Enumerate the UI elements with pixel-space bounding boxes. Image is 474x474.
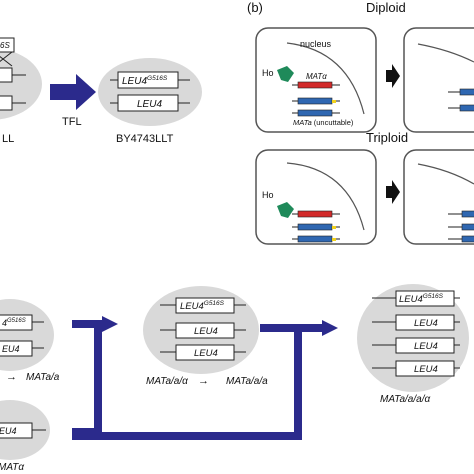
gene-box-leu4-g516s	[117, 71, 179, 89]
mating-arrow-2	[72, 320, 338, 440]
mat-a-locus-1	[297, 97, 333, 105]
gene-label-mid-wt-1: LEU4	[194, 326, 218, 337]
mat-alpha-label: MATα	[306, 72, 327, 81]
bl-mating-result: MATa/a	[26, 372, 60, 383]
gene-label-leu4: LEU4	[137, 99, 162, 110]
panel-b-label: (b)	[247, 0, 263, 15]
mat-a-locus-uncuttable	[297, 109, 333, 117]
strain-label-by4743llt: BY4743LLT	[116, 133, 174, 145]
mid-mating-to: MATa/a/a	[226, 376, 268, 387]
gene-label-leu4-g516s: LEU4G516S	[122, 75, 168, 87]
diploid-after-mat-a-2	[459, 104, 474, 112]
diploid-cell-before: nucleus Ho MATα MATa(uncuttable)	[255, 27, 377, 133]
nucleus-label: nucleus	[300, 39, 332, 49]
bottom-mating: MATα	[0, 462, 24, 473]
gene-box-left-1	[0, 67, 13, 83]
gene-box-bottom-wt	[0, 422, 33, 439]
gene-label-right-wt-1: LEU4	[414, 318, 438, 329]
strain-label-left: LL	[2, 133, 14, 145]
cell-bottom-left-upper	[0, 299, 54, 371]
ho-label-2: Ho	[262, 190, 274, 200]
gene-box-right-wt-2	[395, 337, 455, 354]
mating-arrow-1	[72, 316, 118, 436]
diploid-after-mat-a-1	[459, 88, 474, 96]
diploid-cell-after	[403, 27, 474, 133]
nucleus-boundary	[286, 42, 365, 115]
mid-mating-from: MATa/a/α	[146, 376, 188, 387]
triploid-cell-after	[403, 149, 474, 245]
ho-endonuclease-icon-2	[277, 202, 294, 218]
diploid-title: Diploid	[366, 0, 406, 15]
triploid-mat-a-1	[297, 223, 333, 231]
gene-label-right-mut: LEU4G516S	[399, 293, 444, 305]
panel-b: (b) Diploid nucleus Ho MATα MATa(uncutta…	[247, 0, 474, 245]
crossed-box-label: 6S	[0, 41, 10, 50]
gene-label-mid-mut: LEU4G516S	[180, 300, 225, 312]
bl-mating-arrow: →	[6, 371, 17, 383]
diploid-progress-arrow	[386, 64, 400, 88]
ho-label: Ho	[262, 68, 274, 78]
gene-box-left-2	[0, 95, 13, 111]
tfl-arrow	[50, 74, 96, 110]
gene-label-right-wt-2: LEU4	[414, 341, 438, 352]
gene-label-right-wt-3: LEU4	[414, 364, 438, 375]
right-mating: MATa/a/a/α	[380, 394, 430, 405]
gene-box-bl-mut	[0, 314, 33, 331]
crossed-gene-box: 6S	[0, 37, 15, 67]
gene-label-mid-wt-2: LEU4	[194, 348, 218, 359]
mat-a-uncuttable-label: MATa(uncuttable)	[293, 118, 354, 127]
ho-endonuclease-icon	[277, 66, 294, 82]
gene-label-bl-mut: 4G516S	[2, 318, 26, 328]
gene-box-mid-mut	[175, 297, 235, 314]
triploid-mat-a-2	[297, 235, 333, 243]
gene-label-bottom-wt: LEU4	[0, 426, 17, 436]
triploid-cell-before: Ho	[255, 149, 377, 245]
gene-box-bl-wt	[0, 340, 33, 357]
gene-box-right-wt-1	[395, 314, 455, 331]
cut-site-mark	[332, 100, 336, 103]
gene-box-mid-wt-2	[175, 344, 235, 361]
gene-box-leu4	[117, 94, 179, 112]
triploid-mat-alpha	[297, 210, 333, 218]
panel-top-left: 6S LL TFL LEU4G516S LEU4 BY4743LLT	[0, 37, 202, 145]
gene-box-right-mut	[395, 290, 455, 307]
mid-mating-arrow: →	[198, 375, 209, 387]
triploid-progress-arrow	[386, 180, 400, 204]
panel-bottom: 4G516S EU4 → MATa/a LEU4 MATα LEU4G516S …	[0, 284, 469, 473]
gene-box-mid-wt-1	[175, 322, 235, 339]
gene-box-right-wt-3	[395, 360, 455, 377]
tfl-label: TFL	[62, 116, 82, 128]
mat-alpha-locus	[297, 81, 333, 89]
cell-by4743llt	[98, 58, 202, 126]
gene-label-bl-wt: EU4	[2, 344, 20, 354]
triploid-title: Triploid	[366, 130, 408, 145]
